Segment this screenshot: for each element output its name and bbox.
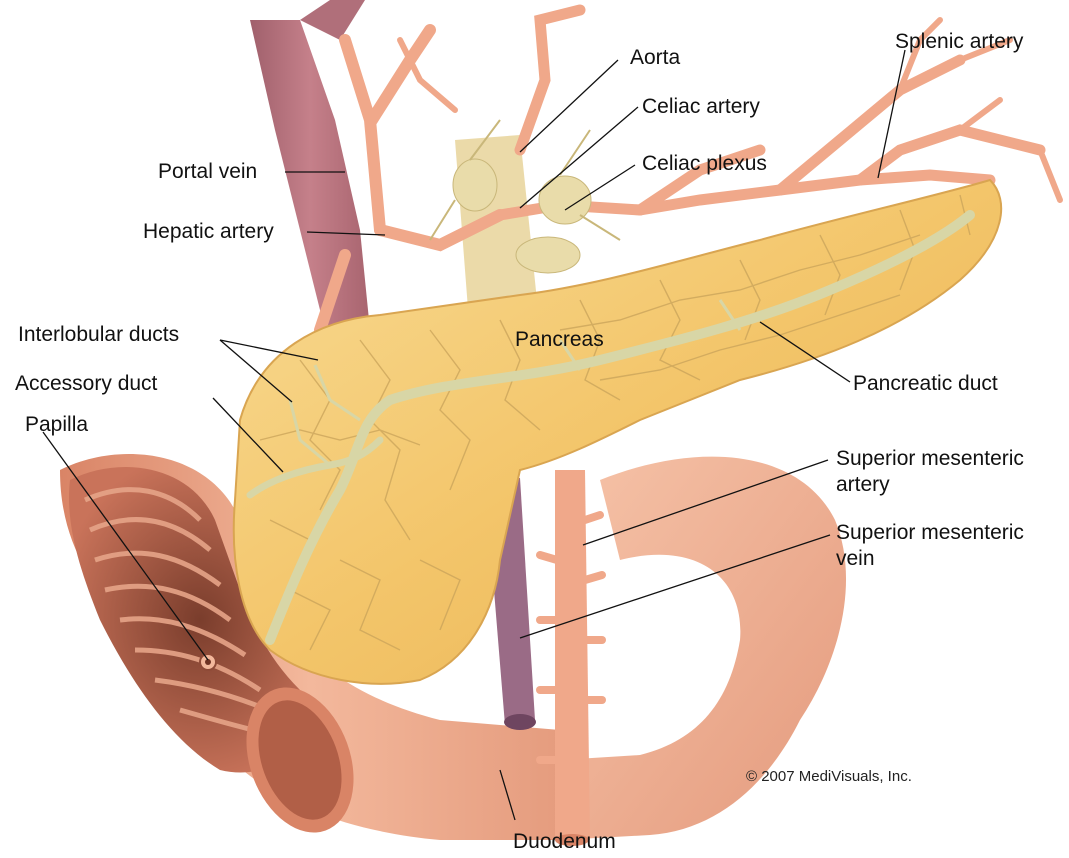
label-duodenum: Duodenum bbox=[513, 830, 616, 854]
label-pancreas: Pancreas bbox=[515, 328, 604, 352]
label-sm-artery-line2: artery bbox=[836, 473, 890, 497]
sm-artery-shape bbox=[555, 470, 590, 840]
label-celiac-artery: Celiac artery bbox=[642, 95, 760, 119]
label-papilla: Papilla bbox=[25, 413, 88, 437]
label-accessory-duct: Accessory duct bbox=[15, 372, 157, 396]
label-celiac-plexus: Celiac plexus bbox=[642, 152, 767, 176]
label-hepatic-artery: Hepatic artery bbox=[143, 220, 274, 244]
copyright-notice: © 2007 MediVisuals, Inc. bbox=[746, 768, 912, 785]
label-sm-artery-line1: Superior mesenteric bbox=[836, 447, 1024, 471]
label-aorta: Aorta bbox=[630, 46, 680, 70]
label-portal-vein: Portal vein bbox=[158, 160, 257, 184]
label-pancreatic-duct: Pancreatic duct bbox=[853, 372, 998, 396]
label-sm-vein-line1: Superior mesenteric bbox=[836, 521, 1024, 545]
label-sm-vein-line2: vein bbox=[836, 547, 875, 571]
label-splenic-artery: Splenic artery bbox=[895, 30, 1023, 54]
label-interlobular-ducts: Interlobular ducts bbox=[18, 323, 179, 347]
